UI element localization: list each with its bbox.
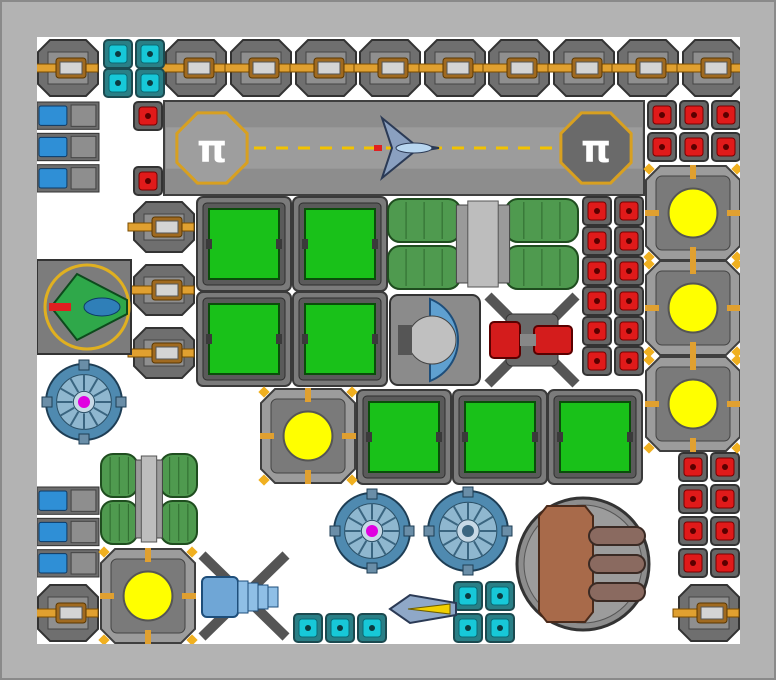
red-cell-icon[interactable] [614,226,644,256]
turret-icon[interactable] [224,39,292,97]
reactor-icon[interactable] [258,386,358,486]
red-cell-icon[interactable] [614,196,644,226]
turret-icon[interactable] [676,39,740,97]
red-cell-icon[interactable] [679,100,709,130]
turret-icon[interactable] [289,39,357,97]
shield-cell-icon[interactable] [135,39,165,69]
red-cell-icon[interactable] [679,132,709,162]
cargo-bay-icon[interactable] [547,389,643,485]
shield-cell-icon[interactable] [485,613,515,643]
shield-cell-icon[interactable] [293,613,323,643]
turret-icon[interactable] [353,39,421,97]
red-cell-icon[interactable] [678,548,708,578]
red-cell-icon[interactable] [582,196,612,226]
radar-dish-icon[interactable] [423,486,513,576]
red-cell-icon[interactable] [711,132,740,162]
red-cell-icon[interactable] [582,226,612,256]
turret-icon[interactable] [127,327,195,379]
turret-icon[interactable] [482,39,550,97]
red-cell-icon[interactable] [711,100,740,130]
shield-cell-icon[interactable] [103,39,133,69]
shield-cell-icon[interactable] [357,613,387,643]
reactor-icon[interactable] [98,546,198,644]
fighter-ship-icon[interactable] [49,272,128,342]
cargo-bay-icon[interactable] [196,196,292,292]
battery-rack-icon[interactable] [37,101,100,193]
fighter-ship-icon[interactable] [388,593,457,625]
heavy-cannon-icon[interactable] [515,496,651,632]
turret-icon[interactable] [611,39,679,97]
cargo-bay-icon[interactable] [292,196,388,292]
fuel-tank-icon[interactable] [387,198,579,290]
turret-icon[interactable] [127,264,195,316]
red-cell-icon[interactable] [710,516,740,546]
cargo-bay-icon[interactable] [452,389,548,485]
runway-marker-label: π [197,127,227,171]
drill-module[interactable] [198,551,290,641]
red-cell-icon[interactable] [614,316,644,346]
red-cell-icon[interactable] [678,484,708,514]
turret-icon[interactable] [37,584,99,642]
red-cell-icon[interactable] [647,132,677,162]
red-cell-icon[interactable] [710,452,740,482]
landing-pad-marker: π [175,111,249,185]
red-cell-icon[interactable] [678,452,708,482]
shield-cell-icon[interactable] [485,581,515,611]
landing-pad-marker: π [559,111,633,185]
radar-dish-icon[interactable] [329,488,415,574]
turret-icon[interactable] [418,39,486,97]
turret-icon[interactable] [159,39,227,97]
runway-marker-label: π [581,127,611,171]
red-cell-icon[interactable] [133,101,163,131]
turret-icon[interactable] [37,39,99,97]
cargo-bay-icon[interactable] [292,291,388,387]
red-cell-icon[interactable] [710,484,740,514]
reactor-icon[interactable] [643,354,740,454]
cargo-bay-icon[interactable] [196,291,292,387]
red-cell-icon[interactable] [582,256,612,286]
fuel-tank-icon[interactable] [100,453,198,545]
shield-cell-icon[interactable] [103,68,133,98]
red-cell-icon[interactable] [678,516,708,546]
red-engine-module[interactable] [484,292,580,388]
turret-icon[interactable] [547,39,615,97]
shield-cell-icon[interactable] [453,581,483,611]
shield-cell-icon[interactable] [325,613,355,643]
shield-dome[interactable] [389,294,481,386]
reactor-icon[interactable] [643,258,740,358]
red-cell-icon[interactable] [614,286,644,316]
red-cell-icon[interactable] [614,346,644,376]
reactor-icon[interactable] [643,163,740,263]
fighter-ship-icon[interactable] [374,115,440,181]
red-cell-icon[interactable] [614,256,644,286]
red-cell-icon[interactable] [582,286,612,316]
radar-dish-icon[interactable] [41,359,127,445]
shield-cell-icon[interactable] [135,68,165,98]
cargo-bay-icon[interactable] [356,389,452,485]
shield-cell-icon[interactable] [453,613,483,643]
red-cell-icon[interactable] [133,166,163,196]
red-cell-icon[interactable] [582,316,612,346]
red-cell-icon[interactable] [710,548,740,578]
battery-rack-icon[interactable] [37,486,100,578]
red-cell-icon[interactable] [582,346,612,376]
turret-icon[interactable] [672,584,740,642]
turret-icon[interactable] [127,201,195,253]
red-cell-icon[interactable] [647,100,677,130]
